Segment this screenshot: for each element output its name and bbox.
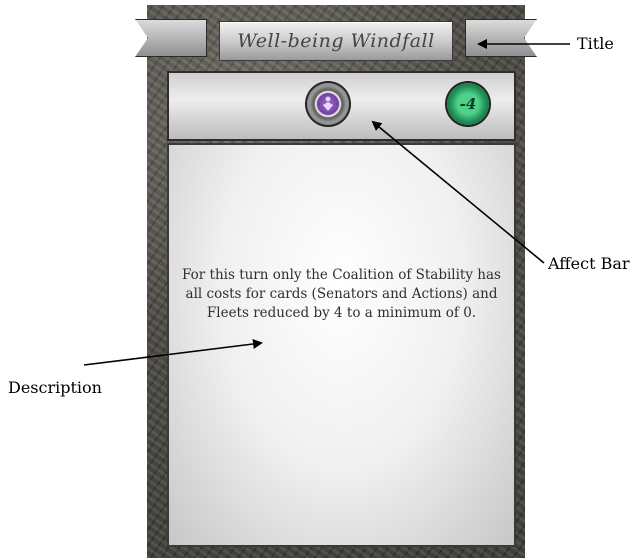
card-title: Well-being Windfall: [237, 30, 435, 52]
card-description: For this turn only the Coalition of Stab…: [182, 267, 501, 321]
affect-bar-annotation-label: Affect Bar: [548, 254, 630, 273]
game-card: Well-being Windfall -4 For this turn onl…: [135, 5, 537, 558]
card-cost: -4: [459, 95, 477, 113]
affect-bar-arrow: [371, 120, 545, 264]
purple-faction-medal-icon: [307, 83, 349, 125]
title-annotation-label: Title: [577, 34, 614, 53]
description-annotation-label: Description: [8, 378, 102, 397]
card-title-plate: Well-being Windfall: [219, 21, 453, 61]
green-cost-medal-icon: -4: [447, 83, 489, 125]
affect-bar: -4: [167, 71, 516, 141]
description-arrow: [83, 339, 263, 366]
description-panel: For this turn only the Coalition of Stab…: [167, 143, 516, 547]
